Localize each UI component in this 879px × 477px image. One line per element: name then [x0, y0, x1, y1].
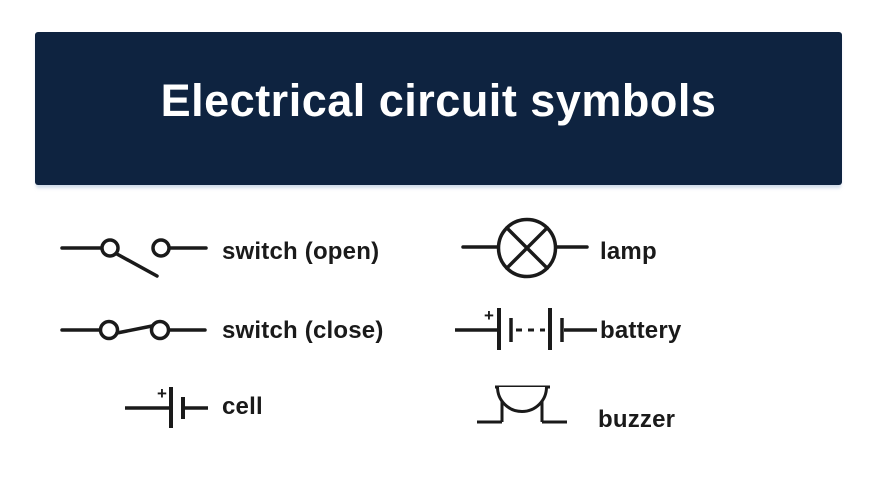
switch-open-symbol-icon [55, 218, 215, 283]
page-title: Electrical circuit symbols [160, 74, 717, 126]
symbol-label-switch-close: switch (close) [222, 317, 384, 344]
symbol-label-buzzer: buzzer [598, 406, 676, 433]
symbol-label-battery: battery [600, 317, 682, 344]
battery-plus-sign: + [484, 306, 494, 325]
cell-plus-sign: + [157, 384, 167, 403]
cell-symbol-icon: + [118, 375, 218, 441]
battery-symbol-icon: + [450, 300, 605, 362]
lamp-symbol-icon [455, 210, 600, 286]
title-banner: Electrical circuit symbols [35, 32, 842, 185]
symbol-label-lamp: lamp [600, 238, 657, 265]
buzzer-symbol-icon [470, 378, 580, 430]
switch-close-symbol-icon [55, 300, 215, 360]
symbol-label-switch-open: switch (open) [222, 238, 380, 265]
symbol-label-cell: cell [222, 393, 263, 420]
